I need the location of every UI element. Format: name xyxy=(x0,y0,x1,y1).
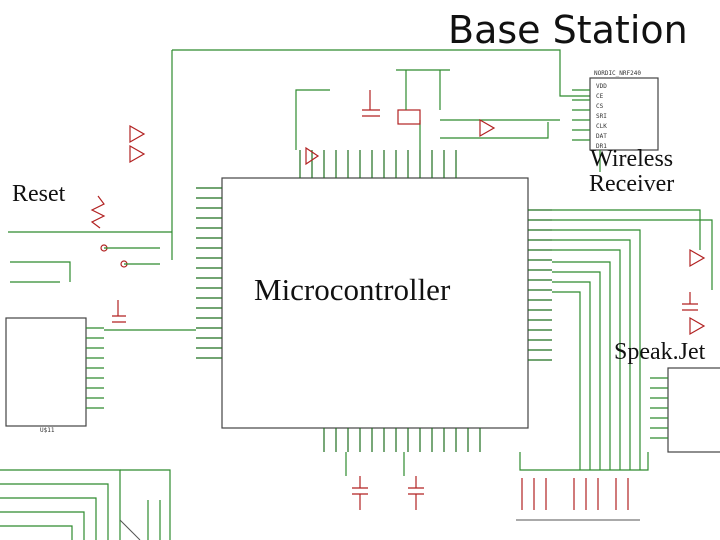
svg-text:DAT: DAT xyxy=(596,133,607,140)
wireless-receiver-label: Wireless Receiver xyxy=(589,146,675,198)
reset-label: Reset xyxy=(12,181,66,207)
reset-circuit xyxy=(8,195,172,323)
base-station-title: Base Station xyxy=(448,8,688,52)
speakjet-chip xyxy=(667,367,720,453)
svg-text:CLK: CLK xyxy=(596,123,607,130)
microcontroller-chip xyxy=(221,177,529,429)
regulator-chip xyxy=(5,317,87,427)
svg-text:NORDIC_NRF240: NORDIC_NRF240 xyxy=(594,70,641,77)
speaker-parts xyxy=(682,248,706,336)
mcu-top-pins xyxy=(299,150,457,178)
svg-text:CS: CS xyxy=(596,103,604,110)
wireless-label-line-1: Wireless xyxy=(590,146,674,172)
resistor-row-bottom xyxy=(516,478,640,521)
svg-text:U$11: U$11 xyxy=(40,427,55,434)
wireless-label-line-2: Receiver xyxy=(589,171,675,198)
wireless-module xyxy=(589,77,659,151)
svg-text:VDD: VDD xyxy=(596,83,607,90)
mcu-left-pins xyxy=(196,187,222,359)
svg-text:SRI: SRI xyxy=(596,113,607,120)
bottom-capacitors xyxy=(345,452,424,510)
microcontroller-label: Microcontroller xyxy=(254,272,451,307)
mcu-bottom-pins xyxy=(323,428,481,452)
speakjet-label: Speak.Jet xyxy=(614,339,706,365)
crystal-area xyxy=(129,69,496,166)
mcu-right-pins xyxy=(528,209,552,361)
svg-text:CE: CE xyxy=(596,93,604,100)
svg-text:DR1: DR1 xyxy=(596,143,607,150)
